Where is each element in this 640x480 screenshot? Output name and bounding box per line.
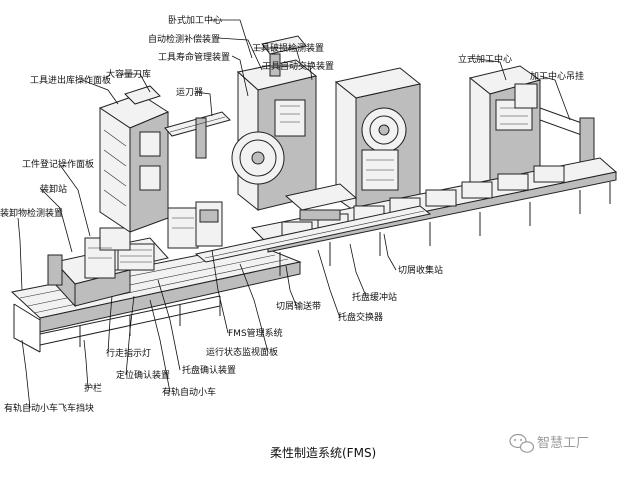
label-tool-auto-change: 工具自动交换装置	[262, 60, 334, 72]
label-tool-breakage: 工具破损检测装置	[252, 42, 324, 54]
wechat-icon	[509, 433, 535, 453]
label-big-magazine: 大容量刀库	[106, 68, 151, 80]
label-chip-conveyor: 切屑输送带	[276, 300, 321, 312]
chip-conveyor-drawing	[194, 205, 432, 263]
leader-lines	[17, 19, 571, 409]
label-status-panel: 运行状态监视面板	[206, 346, 278, 358]
fms-mgmt-cabinet-drawing	[167, 201, 223, 249]
pallet-exchanger-drawing	[284, 183, 358, 221]
label-pallet-confirm: 托盘确认装置	[182, 364, 236, 376]
label-pallet-buffer: 托盘缓冲站	[352, 291, 397, 303]
label-tool-transfer: 运刀器	[176, 87, 203, 98]
label-tool-io: 工具进出库操作面板	[30, 74, 111, 86]
tool-transfer-drawing	[164, 111, 231, 159]
label-chip-collect: 切屑收集站	[398, 264, 443, 276]
fms-machinery-drawing	[10, 35, 618, 353]
label-guard: 护栏	[84, 382, 102, 394]
label-rgv: 有轨自动小车	[162, 386, 216, 398]
label-loader: 装卸站	[40, 183, 67, 195]
vertical-mc-drawing	[468, 65, 595, 197]
label-auto-sensor: 自动检测补偿装置	[148, 33, 220, 45]
watermark: 智慧工厂	[509, 433, 589, 453]
label-load-check: 装卸物检测装置	[0, 207, 63, 219]
callout-labels: 卧式加工中心 自动检测补偿装置 工具寿命管理装置 工具破损检测装置 工具自动交换…	[0, 14, 584, 414]
label-mc-hoist: 加工中心吊挂	[530, 70, 584, 82]
horizontal-mc-2-drawing	[334, 67, 422, 213]
loader-station-drawing	[47, 227, 131, 286]
label-horizontal-mc: 卧式加工中心	[168, 14, 222, 26]
label-pallet-exchange: 托盘交换器	[338, 311, 383, 323]
label-tool-life: 工具寿命管理装置	[158, 51, 230, 63]
label-rgv-block: 有轨自动小车飞车挡块	[4, 402, 94, 414]
label-vertical-mc: 立式加工中心	[458, 53, 512, 65]
label-travel-light: 行走指示灯	[106, 347, 151, 359]
label-position-confirm: 定位确认装置	[116, 369, 170, 381]
label-workpiece-reg: 工件登记操作面板	[22, 158, 94, 170]
figure-caption: 柔性制造系统(FMS)	[270, 446, 376, 460]
tool-magazine-drawing	[98, 85, 170, 233]
horizontal-mc-1-drawing	[231, 35, 318, 212]
label-fms-mgmt: FMS管理系统	[228, 327, 283, 339]
watermark-text: 智慧工厂	[537, 435, 589, 451]
